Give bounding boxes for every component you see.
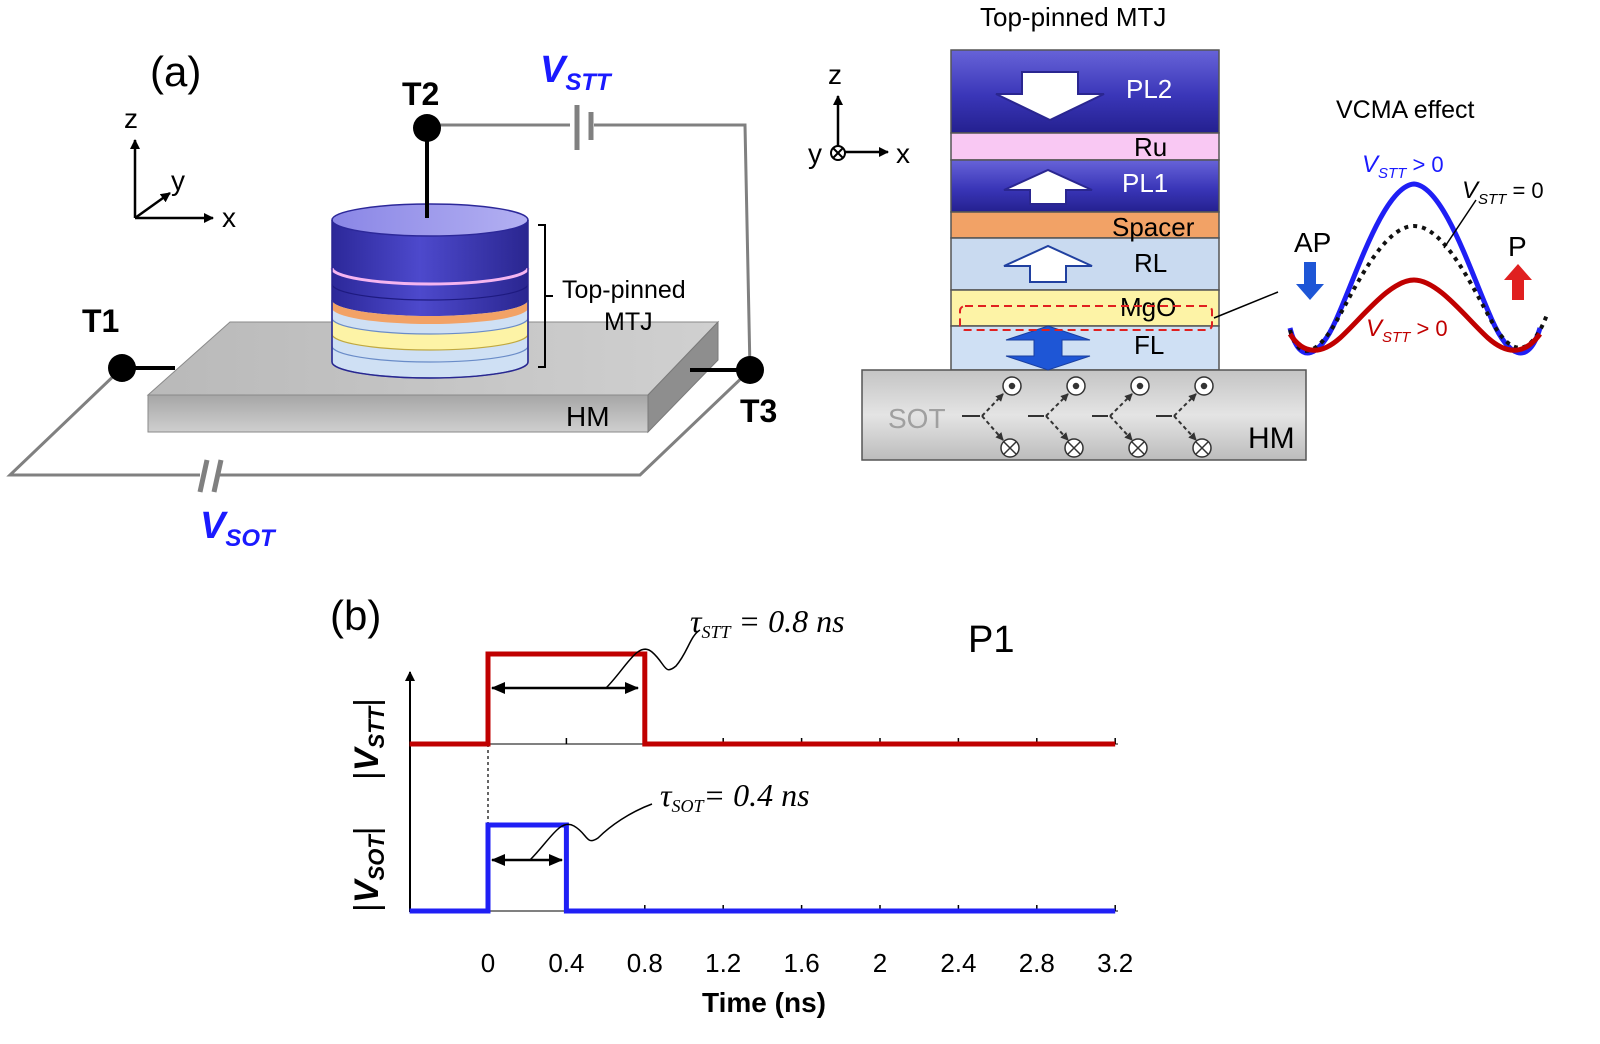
fl-arrow-double: [1005, 325, 1091, 371]
mtj-label-line1: Top-pinned: [562, 276, 686, 304]
p1-label: P1: [968, 619, 1014, 661]
x-tick-labels: 0 0.4 0.8 1.2 1.6 2 2.4 2.8 3.2: [481, 948, 1134, 978]
mtj-cylinder: [330, 203, 530, 379]
axis-x-label: x: [222, 202, 236, 233]
vcma-inset: VCMA effect VSTT > 0 VSTT = 0 VSTT > 0 A…: [1287, 96, 1550, 356]
sot-label: SOT: [888, 403, 946, 434]
vcma-blue-label: VSTT > 0: [1362, 151, 1444, 182]
vcma-black-label: VSTT = 0: [1462, 177, 1544, 208]
stack-axes: z y x: [808, 59, 910, 169]
tau-sot-leader: [529, 803, 653, 861]
axis-y-label: y: [171, 165, 185, 196]
hm-label: HM: [566, 401, 610, 432]
x-tick-label: 3.2: [1097, 948, 1133, 978]
stack-hm-label: HM: [1248, 422, 1295, 455]
stack-axis-x-label: x: [896, 138, 910, 169]
layer-ru-label: Ru: [1134, 132, 1167, 162]
layer-pl2: [950, 49, 1220, 134]
pl1-arrow-up: [1003, 168, 1093, 205]
rl-arrow-up: [1003, 244, 1093, 283]
vcma-curve-red: [1287, 277, 1543, 353]
panel-a-label: (a): [150, 48, 201, 95]
x-tick-label: 0.8: [627, 948, 663, 978]
tau-stt-label: τSTT = 0.8 ns: [690, 603, 845, 642]
panel-b-label: (b): [330, 592, 381, 639]
battery-stt: [574, 105, 594, 150]
mtj-bracket: [538, 224, 553, 368]
ylabel-stt: |VSTT|: [348, 698, 389, 780]
hm-slab: HM: [146, 320, 720, 434]
terminal-t1-label: T1: [82, 303, 119, 339]
vcma-pointer-line: [1213, 291, 1279, 319]
layer-mgo: [950, 289, 1220, 327]
mgo-interface-highlight: [959, 305, 1213, 331]
v-stt-label: VSTT: [540, 49, 613, 96]
terminal-t2: T2: [402, 76, 441, 218]
vcma-ap-label: AP: [1294, 227, 1331, 258]
mtj-stack: Top-pinned MTJ z y x PL2 Ru PL1 Space: [808, 2, 1307, 461]
battery-sot: [197, 459, 224, 493]
layer-ru: [950, 132, 1220, 161]
axis-z-label: z: [124, 103, 138, 134]
spin-current-crosses: [1000, 438, 1212, 458]
p-arrow-icon: [1504, 264, 1532, 300]
terminal-t2-label: T2: [402, 76, 439, 112]
v-sot-label: VSOT: [200, 505, 277, 552]
layer-spacer: [950, 211, 1220, 239]
tau-stt-leader: [605, 629, 701, 689]
ap-arrow-icon: [1296, 262, 1324, 300]
ylabel-sot: |VSOT|: [348, 826, 389, 912]
vcma-title: VCMA effect: [1336, 96, 1475, 124]
vcma-curve-blue: [1287, 181, 1543, 356]
layer-fl-label: FL: [1134, 330, 1164, 360]
pl2-arrow-down: [995, 71, 1105, 122]
x-tick-label: 2: [873, 948, 887, 978]
spin-current-dots: [1002, 376, 1214, 396]
axes-3d: z y x: [124, 103, 236, 233]
stack-axis-y-label: y: [808, 138, 822, 169]
spin-current-paths: [962, 393, 1197, 441]
layer-fl: [950, 325, 1220, 371]
sot-pulse-series: [409, 822, 1116, 914]
x-tick-label: 1.6: [784, 948, 820, 978]
stack-axis-z-label: z: [828, 59, 842, 90]
tau-sot-label: τSOT= 0.4 ns: [660, 777, 810, 816]
x-tick-label: 0.4: [548, 948, 584, 978]
stack-title: Top-pinned MTJ: [980, 2, 1166, 32]
terminal-t3: T3: [690, 356, 777, 429]
stt-pulse-series: [409, 651, 1116, 747]
x-tick-label: 1.2: [705, 948, 741, 978]
panel-a: (a) z y x: [6, 48, 777, 552]
layer-pl1-label: PL1: [1122, 168, 1168, 198]
x-tick-label: 2.4: [940, 948, 976, 978]
layer-spacer-label: Spacer: [1112, 212, 1195, 242]
x-tick-label: 0: [481, 948, 495, 978]
vcma-curve-black: [1288, 223, 1550, 353]
vcma-black-pointer: [1443, 199, 1477, 249]
mtj-label-line2: MTJ: [604, 308, 653, 336]
layer-rl-label: RL: [1134, 248, 1167, 278]
x-tick-label: 2.8: [1019, 948, 1055, 978]
vcma-red-label: VSTT > 0: [1366, 315, 1448, 346]
layer-pl2-label: PL2: [1126, 74, 1172, 104]
panel-b: (b) P1 |VSTT| |VSOT| τSTT = 0.8 ns τSOT=: [330, 592, 1133, 1018]
terminal-t3-label: T3: [740, 393, 777, 429]
terminal-t1: T1: [82, 303, 175, 382]
x-axis-label: Time (ns): [702, 987, 826, 1018]
circuit-wires: [6, 123, 752, 477]
vcma-p-label: P: [1508, 231, 1527, 262]
